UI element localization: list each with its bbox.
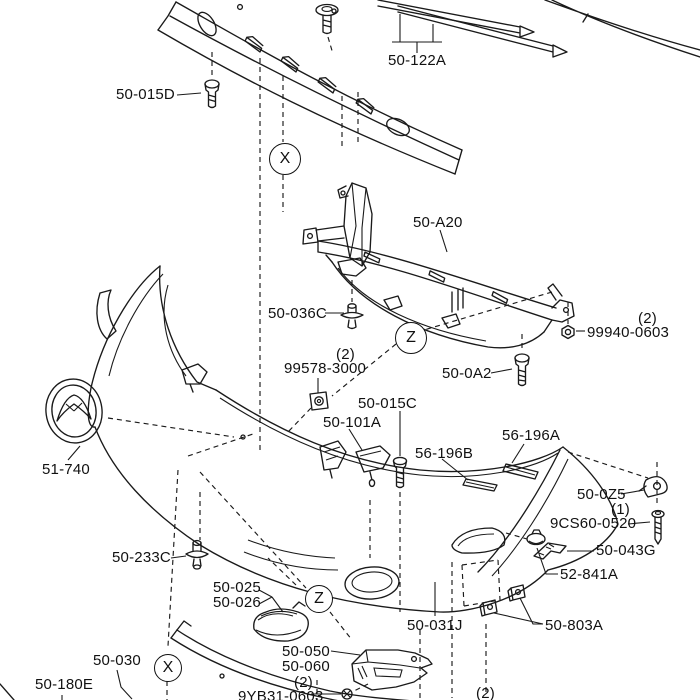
part-label-56-196B: 56-196B [415, 445, 474, 462]
nut-99940-0603-drawing [561, 324, 575, 340]
clips-50-803A-drawing [479, 584, 526, 617]
part-label-50-050: 50-050 [282, 643, 330, 660]
section-marker-z-bottom: Z [305, 585, 333, 613]
part-label-50-233C: 50-233C [112, 549, 171, 566]
bumper-face-drawing [87, 265, 619, 613]
clip-50-0Z5-drawing [638, 475, 668, 498]
bracket-50-101A-drawing [355, 445, 391, 488]
strips-56-196-drawing [462, 463, 539, 492]
part-label-51-740: 51-740 [42, 461, 90, 478]
section-marker-x-letter: X [162, 659, 174, 676]
part-label-99940-0603: 99940-0603 [587, 324, 670, 341]
bolt-50-015D-drawing [204, 52, 220, 109]
part-label-50-122A: 50-122A [388, 52, 447, 69]
fastener-50-036C-drawing [340, 303, 364, 330]
part-label-50-A20: 50-A20 [413, 214, 463, 231]
leader-lines [61, 92, 651, 700]
part-label-50-0Z5: 50-0Z5 [577, 486, 626, 503]
part-label-56-196A: 56-196A [502, 427, 561, 444]
part-label-9CS60-0520: 9CS60-0520 [550, 515, 637, 532]
section-marker-x-letter: X [279, 150, 291, 167]
part-label-50-015D: 50-015D [116, 86, 175, 103]
dashed-construction-lines [0, 58, 658, 700]
nut-99578-3000-drawing [309, 391, 329, 411]
part-label-50-015C: 50-015C [358, 395, 417, 412]
part-label-50-060: 50-060 [282, 658, 330, 675]
clip-50-233C-drawing [185, 539, 209, 570]
part-label-50-025: 50-025 [213, 579, 261, 596]
part-label-50-031J: 50-031J [407, 617, 463, 634]
emblem-51-740-drawing [45, 378, 103, 444]
section-marker-x-top: X [269, 143, 301, 175]
clip-50-043G-drawing [533, 542, 567, 560]
part-label-50-036C: 50-036C [268, 305, 327, 322]
horn-50-025-drawing [253, 601, 309, 642]
grommet-52-841A-drawing [526, 529, 546, 546]
bumper-reinforcement-drawing [157, 0, 700, 175]
screw-9CS60-0520-drawing [651, 509, 665, 545]
under-cover-50-A20-drawing [302, 182, 575, 349]
qty-label-99578: (2) [336, 346, 355, 363]
part-label-9YB31-0603: 9YB31-0603 [238, 688, 324, 700]
qty-label-9YB31: (2) [294, 674, 313, 691]
part-label-50-026: 50-026 [213, 594, 261, 611]
part-label-50-101A: 50-101A [323, 414, 382, 431]
section-marker-z-letter: Z [406, 329, 416, 346]
bracket-50-050-drawing [341, 649, 433, 700]
qty-label-99940: (2) [638, 310, 657, 327]
qty-label-bottom-right: (2) [476, 685, 495, 700]
stay-50-122A-drawing [377, 0, 568, 58]
part-label-50-803A: 50-803A [545, 617, 604, 634]
top-bolt-drawing [315, 3, 339, 55]
section-marker-z-top: Z [395, 322, 427, 354]
part-label-50-030: 50-030 [93, 652, 141, 669]
part-label-50-180E: 50-180E [35, 676, 94, 693]
qty-label-9CS60: (1) [611, 501, 630, 518]
section-marker-z-letter: Z [314, 590, 324, 607]
part-label-99578-3000: 99578-3000 [284, 360, 367, 377]
part-label-50-043G: 50-043G [596, 542, 656, 559]
section-marker-x-bottom: X [154, 654, 182, 682]
part-label-52-841A: 52-841A [560, 566, 619, 583]
part-label-50-0A2: 50-0A2 [442, 365, 492, 382]
bolt-50-0A2-drawing [514, 353, 530, 387]
